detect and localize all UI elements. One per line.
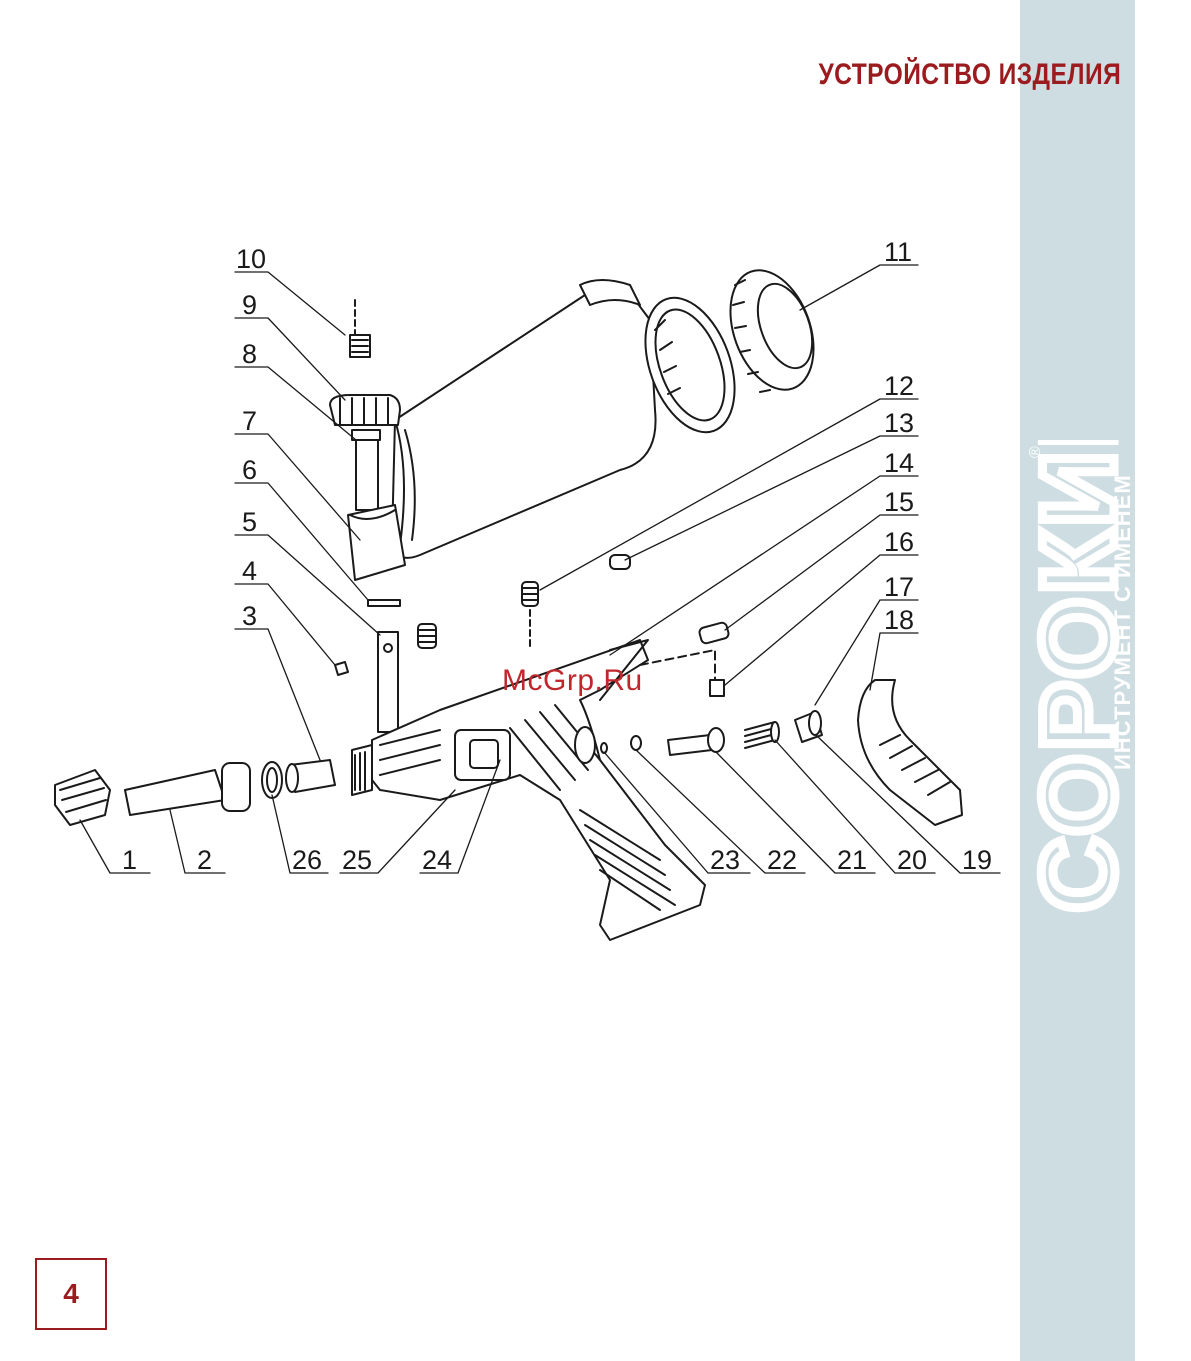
part-label-18: 18: [884, 605, 914, 635]
part-label-6: 6: [242, 455, 257, 485]
part-label-1: 1: [122, 845, 137, 875]
part-label-14: 14: [884, 448, 914, 478]
part-label-15: 15: [884, 487, 914, 517]
part-label-23: 23: [710, 845, 740, 875]
part-label-11: 11: [884, 237, 912, 267]
part-label-21: 21: [837, 845, 867, 875]
part-label-10: 10: [236, 244, 266, 274]
part-label-8: 8: [242, 339, 257, 369]
part-label-17: 17: [884, 572, 914, 602]
part-label-9: 9: [242, 290, 257, 320]
part-label-22: 22: [767, 845, 797, 875]
hopper-cup: [392, 280, 752, 558]
watermark: McGrp.Ru: [502, 664, 643, 698]
valve-column: [330, 300, 405, 732]
part-label-26: 26: [292, 845, 322, 875]
part-label-19: 19: [962, 845, 992, 875]
page-number: 4: [63, 1278, 79, 1310]
part-label-3: 3: [242, 601, 257, 631]
part-label-7: 7: [242, 406, 257, 436]
part-label-12: 12: [884, 371, 914, 401]
part-label-20: 20: [897, 845, 927, 875]
trigger: [858, 680, 962, 825]
page-number-box: 4: [35, 1258, 107, 1330]
part-label-2: 2: [197, 845, 212, 875]
part-label-24: 24: [422, 845, 452, 875]
nozzle-parts: [55, 760, 335, 825]
part-label-13: 13: [884, 408, 914, 438]
part-label-4: 4: [242, 556, 257, 586]
part-label-5: 5: [242, 507, 257, 537]
part-label-16: 16: [884, 527, 914, 557]
part-label-25: 25: [342, 845, 372, 875]
